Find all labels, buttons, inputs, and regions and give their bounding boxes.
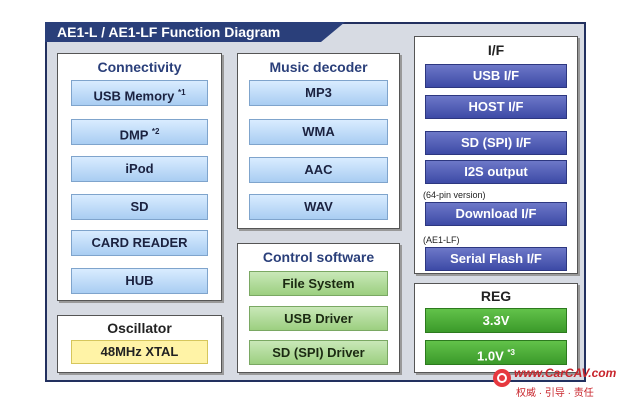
sd-spi-if-box: SD (SPI) I/F: [425, 131, 567, 155]
wav-box: WAV: [249, 194, 388, 220]
wma-box: WMA: [249, 119, 388, 145]
diagram-title: AE1-L / AE1-LF Function Diagram: [45, 22, 345, 42]
card-reader-box: CARD READER: [71, 230, 208, 256]
ae1-lf-note: (AE1-LF): [423, 235, 460, 245]
1v0-mark: *3: [507, 348, 515, 357]
aac-box: AAC: [249, 157, 388, 183]
usb-if-box: USB I/F: [425, 64, 567, 88]
file-system-box: File System: [249, 271, 388, 296]
music-decoder-panel: Music decoder MP3 WMA AAC WAV: [237, 53, 400, 229]
1v0-label: 1.0V: [477, 348, 504, 364]
usb-memory-label: USB Memory: [93, 88, 175, 104]
connectivity-panel: Connectivity USB Memory *1 DMP *2 iPod S…: [57, 53, 222, 301]
dmp-label: DMP: [119, 127, 149, 143]
sd-box: SD: [71, 194, 208, 220]
oscillator-title: Oscillator: [107, 320, 172, 336]
download-if-box: Download I/F: [425, 202, 567, 226]
control-software-panel: Control software File System USB Driver …: [237, 243, 400, 373]
sd-spi-driver-box: SD (SPI) Driver: [249, 340, 388, 365]
usb-memory-mark: *1: [177, 88, 186, 97]
usb-driver-box: USB Driver: [249, 306, 388, 331]
usb-memory-box: USB Memory *1: [71, 80, 208, 106]
i2s-output-box: I2S output: [425, 160, 567, 184]
64-pin-note: (64-pin version): [423, 190, 486, 200]
watermark-slogan: 权威 · 引导 · 责任: [516, 388, 594, 399]
xtal-box: 48MHz XTAL: [71, 340, 208, 364]
reg-title: REG: [480, 288, 512, 304]
dmp-mark: *2: [151, 127, 160, 136]
control-software-title: Control software: [262, 249, 375, 265]
serial-flash-if-box: Serial Flash I/F: [425, 247, 567, 271]
reg-panel: REG 3.3V 1.0V *3: [414, 283, 578, 373]
hub-box: HUB: [71, 268, 208, 294]
music-decoder-title: Music decoder: [269, 59, 368, 75]
if-panel: I/F USB I/F HOST I/F SD (SPI) I/F I2S ou…: [414, 36, 578, 274]
dmp-box: DMP *2: [71, 119, 208, 145]
oscillator-panel: Oscillator 48MHz XTAL: [57, 315, 222, 373]
3v3-box: 3.3V: [425, 308, 567, 333]
host-if-box: HOST I/F: [425, 95, 567, 119]
watermark-logo-icon: [493, 369, 511, 387]
if-title: I/F: [487, 42, 505, 58]
connectivity-title: Connectivity: [97, 59, 182, 75]
1v0-box: 1.0V *3: [425, 340, 567, 365]
mp3-box: MP3: [249, 80, 388, 106]
ipod-box: iPod: [71, 156, 208, 182]
watermark: www.CarCAV.com 权威 · 引导 · 责任: [492, 366, 628, 400]
watermark-url: www.CarCAV.com: [514, 366, 617, 380]
